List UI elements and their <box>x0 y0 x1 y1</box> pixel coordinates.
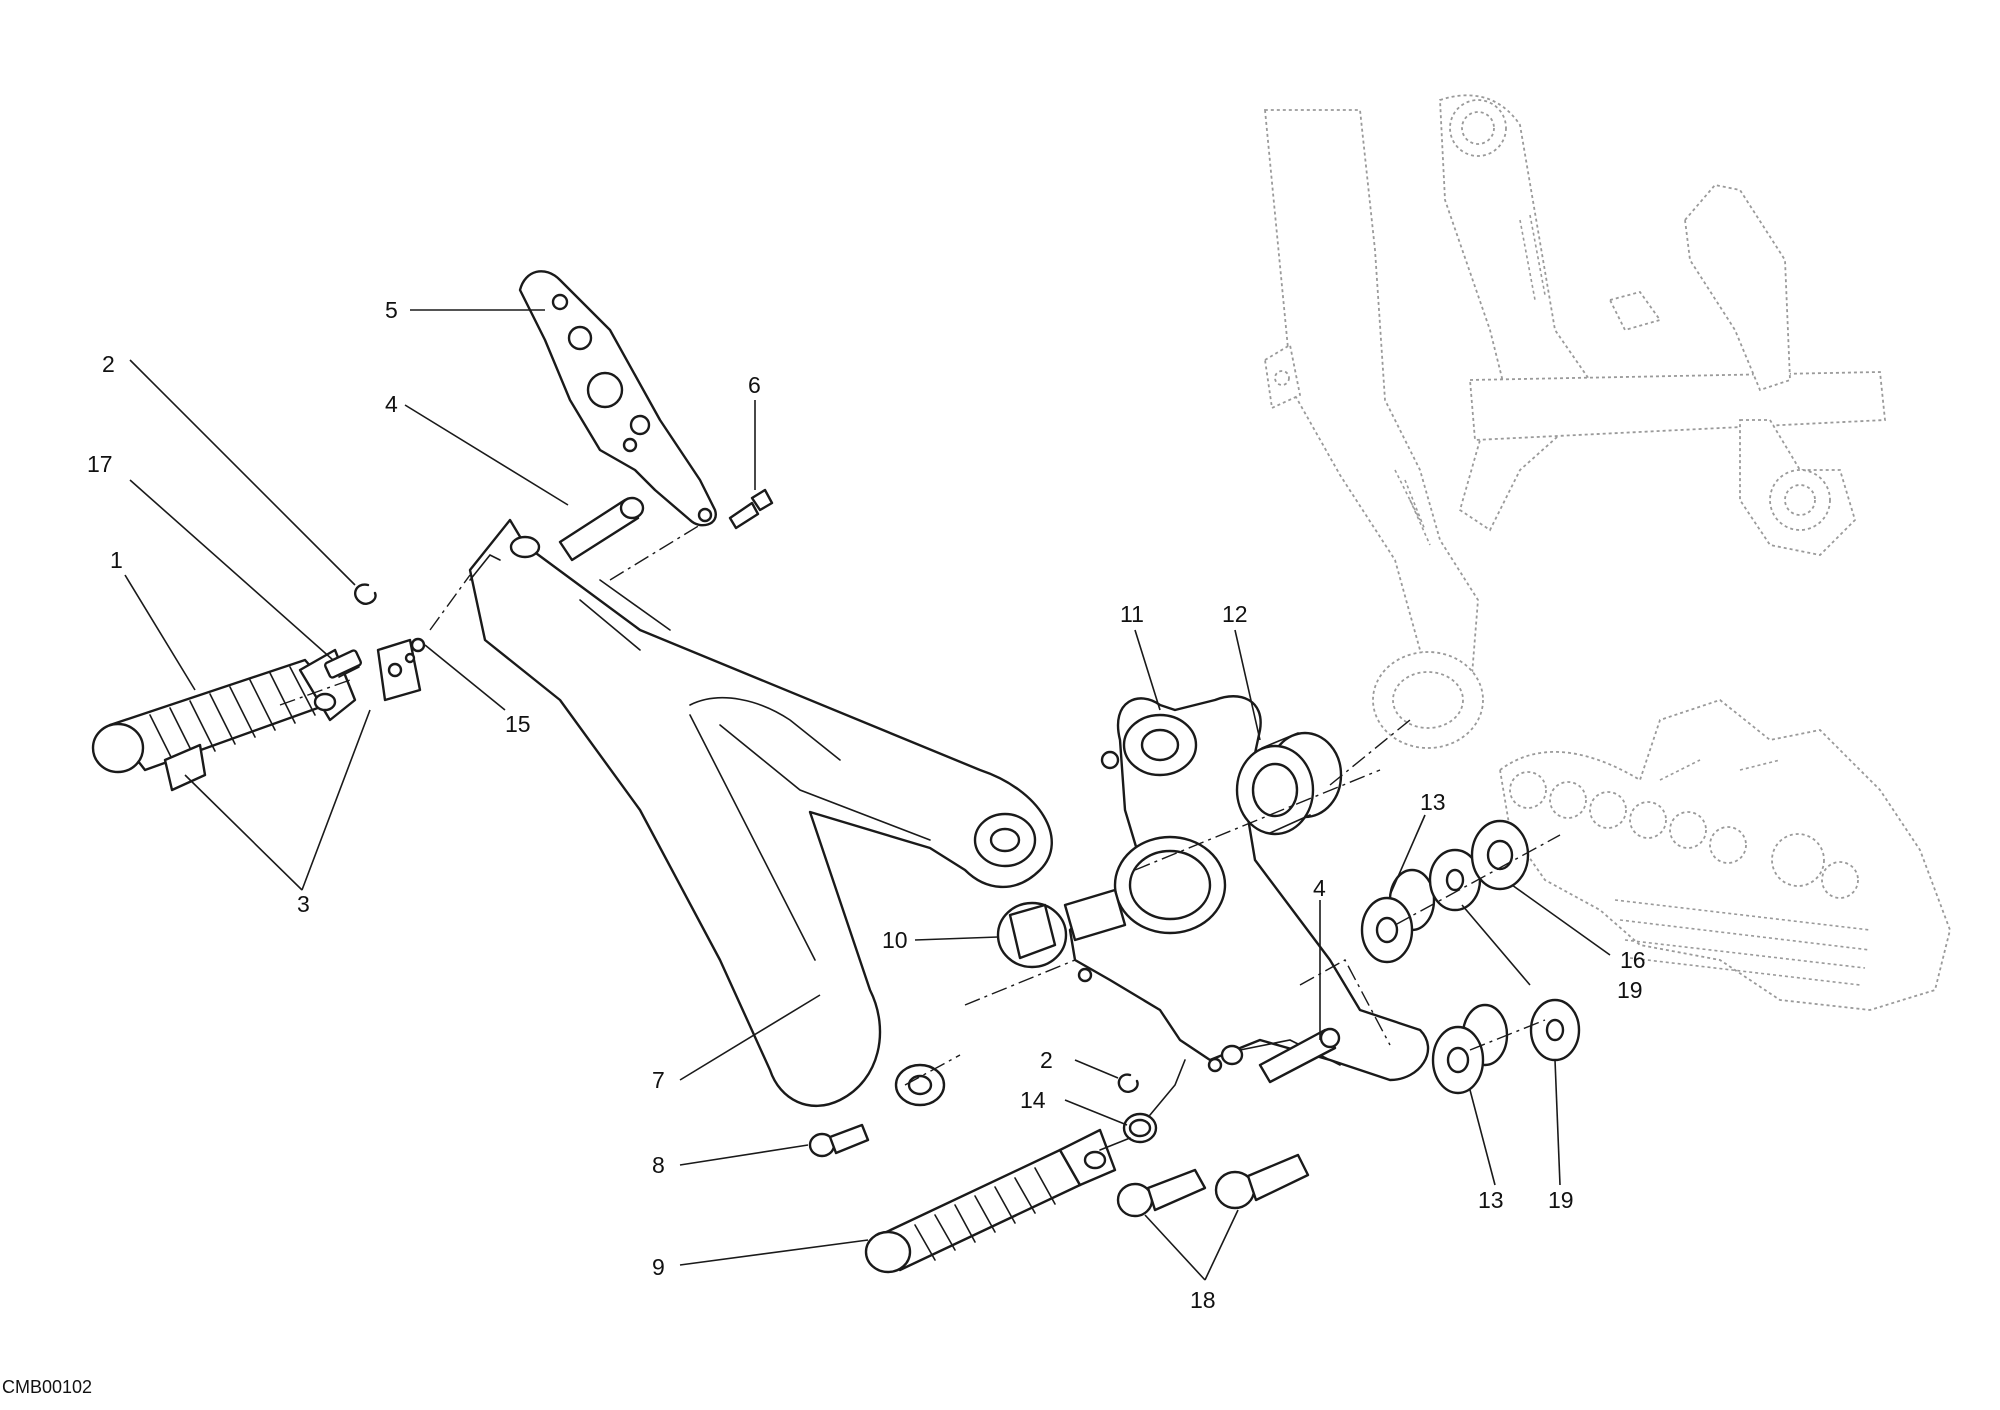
callout-7: 7 <box>652 1067 665 1093</box>
callout-13-lower: 13 <box>1478 1187 1504 1213</box>
passenger-footpeg <box>864 1128 1117 1274</box>
callout-labels: 1 2 17 3 4 5 6 15 7 8 9 10 11 12 13 4 2 … <box>87 297 1646 1313</box>
callout-19-lower: 19 <box>1548 1187 1574 1213</box>
footpeg-bracket <box>468 518 1053 1108</box>
bracket-bolt <box>808 1123 870 1158</box>
pivot-bushing <box>1235 731 1343 836</box>
callout-13-upper: 13 <box>1420 789 1446 815</box>
callout-1: 1 <box>110 547 123 573</box>
hanger-bolt-a <box>1116 1168 1207 1218</box>
detent-plate <box>376 637 426 702</box>
callout-15: 15 <box>505 711 531 737</box>
callout-4-lower: 4 <box>1313 875 1326 901</box>
pivot-bolt <box>996 888 1127 969</box>
bushing-upper <box>1470 819 1530 891</box>
pivot-pin-upper <box>558 496 645 562</box>
spacer-lower <box>1431 1003 1509 1095</box>
callout-18: 18 <box>1190 1287 1216 1313</box>
callout-17: 17 <box>87 451 113 477</box>
drawing-code: CMB00102 <box>2 1377 92 1397</box>
callout-3: 3 <box>297 891 310 917</box>
callout-12: 12 <box>1222 601 1248 627</box>
callout-19-upper: 19 <box>1617 977 1643 1003</box>
return-spring <box>1099 1059 1186 1151</box>
engine-outline <box>1499 698 1951 1011</box>
rider-footpeg <box>91 648 357 792</box>
callout-5: 5 <box>385 297 398 323</box>
hanger-bolt-b <box>1214 1153 1310 1210</box>
heel-guard-bolt <box>728 488 774 530</box>
detent-spring-upper <box>323 649 363 679</box>
leader-lines <box>124 309 1611 1281</box>
washer-lower <box>1529 998 1581 1062</box>
circlip-upper <box>354 583 377 605</box>
callout-2-lower: 2 <box>1040 1047 1053 1073</box>
callout-8: 8 <box>652 1152 665 1178</box>
heel-guard <box>518 270 717 527</box>
spacer-upper <box>1360 868 1436 964</box>
pivot-pin-lower <box>1258 1027 1341 1084</box>
frame-outline <box>1264 94 1886 749</box>
circlip-lower <box>1117 1073 1139 1093</box>
callout-10: 10 <box>882 927 908 953</box>
callout-14: 14 <box>1020 1087 1046 1113</box>
callout-4-upper: 4 <box>385 391 398 417</box>
footpeg-hanger <box>1068 695 1430 1082</box>
callout-16: 16 <box>1620 947 1646 973</box>
callout-9: 9 <box>652 1254 665 1280</box>
callout-6: 6 <box>748 372 761 398</box>
callout-2-upper: 2 <box>102 351 115 377</box>
callout-11: 11 <box>1120 601 1144 627</box>
